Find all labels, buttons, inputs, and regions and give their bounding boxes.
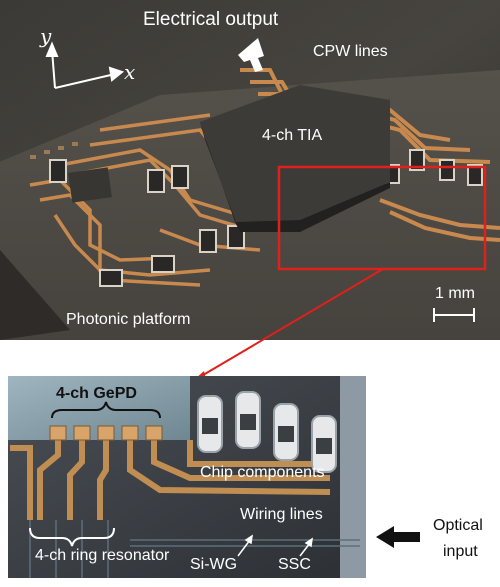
tia-chip [200,85,390,232]
input-label: input [443,543,478,560]
optical-label: Optical [433,517,483,534]
cpw-lines-label: CPW lines [313,43,388,60]
zoom-connector [197,268,384,379]
electrical-output-label: Electrical output [143,9,279,30]
wiring-lines-label: Wiring lines [240,506,323,523]
optical-input-arrow [376,526,420,548]
output-arrow [238,38,264,72]
scale-bar-label: 1 mm [435,285,475,302]
top-photo [0,0,500,340]
photonic-platform-label: Photonic platform [66,311,191,328]
axis-arrows [45,41,125,89]
ring-brace [29,527,115,547]
axis-y-label: y [40,24,52,48]
gepd-label: 4-ch GePD [56,385,137,402]
axis-x-label: x [124,60,136,84]
smd-components [49,149,483,287]
tia-label: 4-ch TIA [262,127,323,144]
gepd-brace [51,401,161,419]
ssc-label: SSC [278,556,311,573]
chip-components [197,391,337,473]
si-wg-label: Si-WG [190,556,238,573]
ring-resonator-label: 4-ch ring resonator [35,547,170,564]
scale-bar [433,308,475,322]
bottom-photo [8,376,366,578]
chip-components-label: Chip components [200,464,325,481]
